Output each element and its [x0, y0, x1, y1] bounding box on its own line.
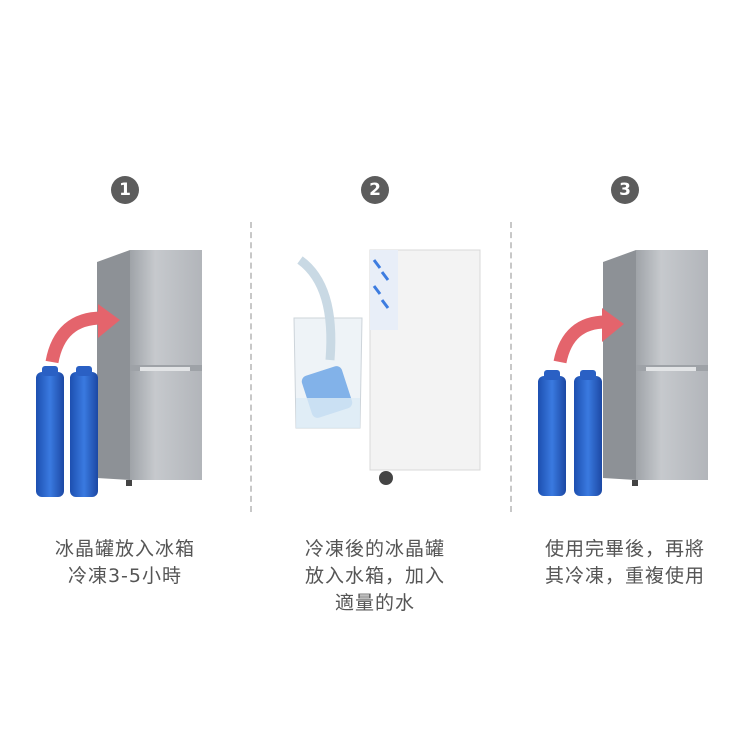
air-cooler-icon	[369, 249, 481, 485]
step-number-badge: 1	[111, 176, 139, 204]
divider	[250, 222, 252, 512]
step-number-badge: 2	[361, 176, 389, 204]
divider	[510, 222, 512, 512]
fridge-icon	[97, 250, 202, 486]
arrow-icon	[553, 315, 607, 364]
step-3: 3 使用完畢後，再將 其冷凍，重複使用	[500, 0, 750, 750]
water-stream-icon	[297, 256, 336, 361]
ice-pack-icon	[538, 370, 602, 496]
water-tank-illustration	[293, 249, 481, 485]
step-2: 2 冷凍後的冰晶罐 放入水箱，加入 適量的水	[250, 0, 500, 750]
step-caption: 使用完畢後，再將 其冷凍，重複使用	[544, 538, 705, 587]
water-tank-icon	[293, 317, 363, 429]
step-caption: 冷凍後的冰晶罐 放入水箱，加入 適量的水	[304, 538, 445, 614]
step-caption: 冰晶罐放入冰箱 冷凍3-5小時	[54, 538, 195, 587]
fridge-illustration	[538, 250, 708, 496]
ice-pack-icon	[36, 366, 98, 497]
fridge-icon	[603, 250, 708, 486]
step-1: 1 冰晶罐放入冰箱 冷凍3-5小時	[0, 0, 250, 750]
arrow-icon	[45, 311, 103, 364]
fridge-illustration	[36, 250, 202, 497]
step-number-badge: 3	[611, 176, 639, 204]
